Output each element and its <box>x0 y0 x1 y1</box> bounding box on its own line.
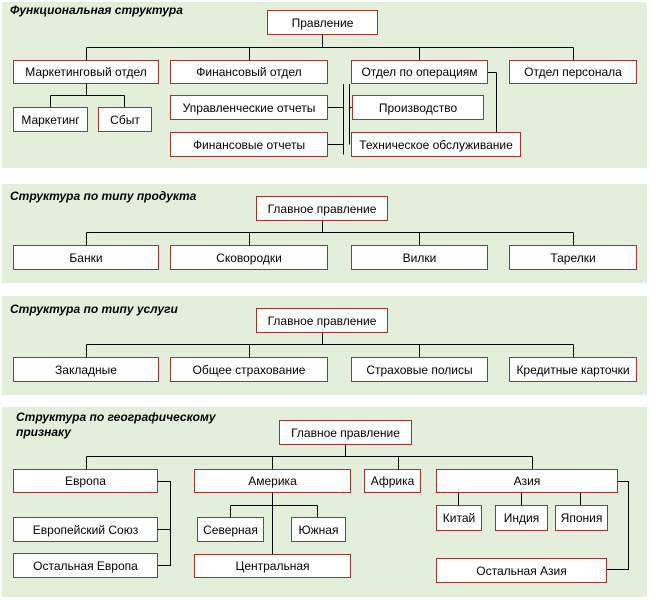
product-title: Структура по типу продукта <box>10 189 197 203</box>
service-title: Структура по типу услуги <box>10 302 178 316</box>
org-box-service-3: Страховые полисы <box>351 357 488 382</box>
org-box-africa: Африка <box>364 469 421 493</box>
org-box-sales: Сбыт <box>98 107 152 132</box>
functional-title: Функциональная структура <box>10 3 183 17</box>
org-box-hr-dept: Отдел персонала <box>509 60 637 84</box>
org-box-china: Китай <box>436 505 482 531</box>
org-box-america: Америка <box>194 469 351 493</box>
org-box-product-3: Вилки <box>351 245 488 270</box>
org-box-service-2: Общее страхование <box>170 357 328 382</box>
org-box-north: Северная <box>197 517 264 542</box>
org-box-japan: Япония <box>555 505 608 531</box>
org-box-product-2: Сковородки <box>170 245 328 270</box>
org-box-production: Производство <box>352 95 484 120</box>
org-box-marketing: Маркетинг <box>13 107 88 132</box>
org-box-maintenance: Техническое обслуживание <box>351 132 521 157</box>
org-box-europe: Европа <box>13 469 158 493</box>
org-box-service-root: Главное правление <box>256 308 388 333</box>
org-box-rest-europe: Остальная Европа <box>13 553 158 578</box>
org-box-marketing-dept: Маркетинговый отдел <box>13 60 159 84</box>
org-box-fin-reports: Финансовые отчеты <box>170 132 328 157</box>
org-box-product-1: Банки <box>13 245 159 270</box>
org-box-finance-dept: Финансовый отдел <box>170 60 328 84</box>
org-box-central: Центральная <box>194 554 351 578</box>
org-box-product-4: Тарелки <box>509 245 637 270</box>
org-box-operations-dept: Отдел по операциям <box>351 60 488 84</box>
org-box-mgmt-reports: Управленческие отчеты <box>170 95 328 120</box>
org-box-board: Правление <box>267 10 378 35</box>
org-box-south: Южная <box>291 517 346 542</box>
org-box-geo-root: Главное правление <box>279 420 412 445</box>
org-box-asia: Азия <box>436 469 618 493</box>
org-box-product-root: Главное правление <box>256 196 388 221</box>
org-box-service-4: Кредитные карточки <box>509 357 637 382</box>
org-box-eu: Европейский Союз <box>13 517 158 542</box>
org-box-service-1: Закладные <box>13 357 159 382</box>
org-box-rest-asia: Остальная Азия <box>436 558 607 583</box>
org-box-india: Индия <box>495 505 548 531</box>
geo-title: Структура по географическому признаку <box>16 410 216 439</box>
